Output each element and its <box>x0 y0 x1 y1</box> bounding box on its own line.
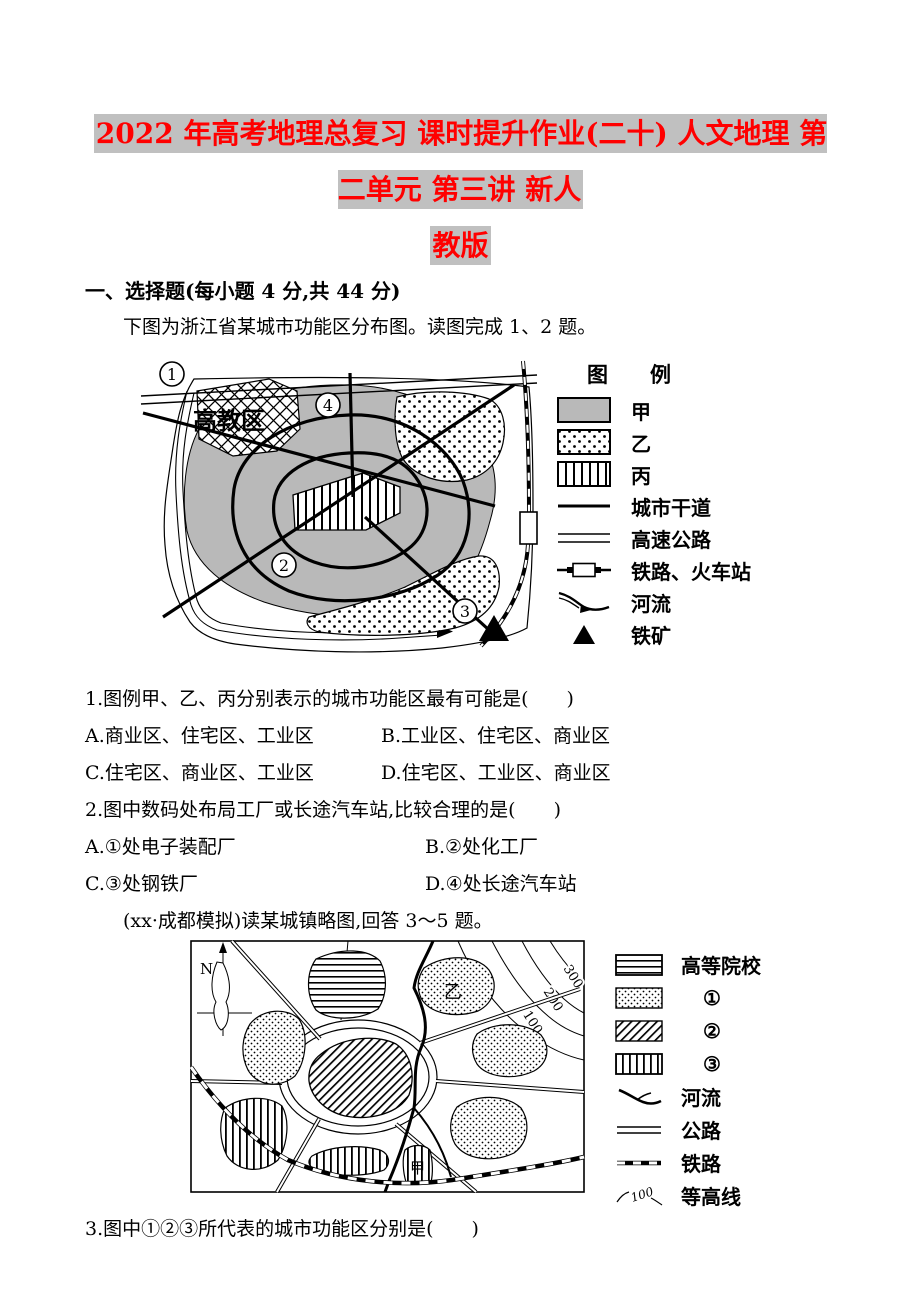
svg-text:4: 4 <box>323 396 333 415</box>
question-3-stem: 3.图中①②③所代表的城市功能区分别是( ) <box>85 1218 479 1240</box>
dotted-region-bottom <box>306 555 500 636</box>
question-1-options-ab: A.商业区、住宅区、工业区 B.工业区、住宅区、商业区 <box>85 718 836 755</box>
ring-roads <box>231 413 471 603</box>
thick-line-swatch <box>557 493 615 519</box>
svg-text:100: 100 <box>629 1185 655 1205</box>
vertical-stripes-swatch <box>557 461 615 487</box>
legend-item-iron-mine: 铁矿 <box>557 618 751 650</box>
legend-title: 图 例 <box>587 362 671 387</box>
figure1-city-function-map: 1 4 2 3 高教区 图 例 <box>85 349 836 681</box>
svg-text:1: 1 <box>167 365 177 384</box>
striped-region-jia <box>402 1144 433 1183</box>
legend-item-jia: 甲 <box>557 394 751 426</box>
contour-swatch: 100 <box>615 1185 667 1207</box>
figure1-map-svg: 1 4 2 3 高教区 <box>140 360 538 653</box>
option-d: D.④处长途汽车站 <box>425 873 577 895</box>
svg-text:2: 2 <box>279 556 289 575</box>
question-2-options-ab: A.①处电子装配厂 B.②处化工厂 <box>85 829 836 866</box>
circled-number-1: 1 <box>159 361 185 387</box>
dotted-region-yi <box>417 957 495 1016</box>
figure2-town-sketch-map: 100 200 300 <box>85 940 836 1209</box>
compass: N <box>197 942 252 1036</box>
diagonal-hatch-swatch <box>615 1019 667 1042</box>
legend-item-river: 河流 <box>615 1080 761 1113</box>
railway-station-swatch <box>557 557 615 583</box>
svg-text:3: 3 <box>460 602 470 621</box>
option-a: A.①处电子装配厂 <box>85 836 236 858</box>
dotted-region-top-right <box>394 391 506 483</box>
legend-item-contour: 100 等高线 <box>615 1179 761 1212</box>
gaojiaoqu-label: 高教区 <box>193 406 265 435</box>
option-b: B.②处化工厂 <box>425 836 539 858</box>
legend-item-3: ③ <box>615 1047 761 1080</box>
legend-item-road: 公路 <box>615 1113 761 1146</box>
city-arterial-roads <box>142 372 515 632</box>
title-line-1: 2022 年高考地理总复习 课时提升作业(二十) 人文地理 第二单元 第三讲 新… <box>93 114 828 209</box>
document-title: 2022 年高考地理总复习 课时提升作业(二十) 人文地理 第二单元 第三讲 新… <box>85 106 836 274</box>
double-line-swatch <box>557 525 615 551</box>
option-c: C.③处钢铁厂 <box>85 873 198 895</box>
figure2-legend: 高等院校 ① ② ③ <box>615 940 761 1209</box>
legend-item-2: ② <box>615 1014 761 1047</box>
triangle-swatch <box>557 621 615 647</box>
option-c: C.住宅区、商业区、工业区 <box>85 762 314 784</box>
intro-paragraph-2: (xx·成都模拟)读某城镇略图,回答 3～5 题。 <box>123 910 493 932</box>
legend-item-college: 高等院校 <box>615 948 761 981</box>
legend-item-river: 河流 <box>557 586 751 618</box>
circled-number-2: 2 <box>271 552 297 578</box>
legend-item-yi: 乙 <box>557 426 751 458</box>
railway-swatch <box>615 1152 667 1174</box>
dotted-swatch <box>557 429 615 455</box>
question-2: 2.图中数码处布局工厂或长途汽车站,比较合理的是( ) A.①处电子装配厂 B.… <box>85 792 836 903</box>
river <box>175 390 443 641</box>
legend-item-bing: 丙 <box>557 458 751 490</box>
railway <box>190 1065 585 1186</box>
legend-item-railway: 铁路 <box>615 1146 761 1179</box>
circled-number-3: 3 <box>452 598 478 624</box>
question-1: 1.图例甲、乙、丙分别表示的城市功能区最有可能是( ) A.商业区、住宅区、工业… <box>85 681 836 792</box>
legend-item-highway: 高速公路 <box>557 522 751 554</box>
figure1-legend: 图 例 甲 乙 丙 <box>557 349 751 681</box>
gray-fill-swatch <box>557 397 615 423</box>
intro-paragraph-1: 下图为浙江省某城市功能区分布图。读图完成 1、2 题。 <box>123 316 597 338</box>
dotted-region-bottom-right <box>450 1096 528 1160</box>
legend-item-arterial: 城市干道 <box>557 490 751 522</box>
question-2-stem: 2.图中数码处布局工厂或长途汽车站,比较合理的是( ) <box>85 799 561 821</box>
question-1-stem: 1.图例甲、乙、丙分别表示的城市功能区最有可能是( ) <box>85 688 574 710</box>
legend-item-1: ① <box>615 981 761 1014</box>
train-station <box>519 511 538 545</box>
river <box>383 940 452 1193</box>
double-line-swatch <box>615 1119 667 1141</box>
jia-label: 甲 <box>410 1159 425 1177</box>
option-a: A.商业区、住宅区、工业区 <box>85 725 314 747</box>
option-d: D.住宅区、工业区、商业区 <box>381 762 611 784</box>
vertical-stripes-swatch <box>615 1052 667 1075</box>
option-b: B.工业区、住宅区、商业区 <box>381 725 611 747</box>
iron-mine-triangle <box>479 615 509 641</box>
dotted-swatch <box>615 986 667 1009</box>
river-swatch <box>557 589 615 615</box>
circled-number-4: 4 <box>315 392 341 418</box>
college-region <box>307 950 386 1019</box>
legend-item-railway-station: 铁路、火车站 <box>557 554 751 586</box>
figure2-map-svg: 100 200 300 <box>190 940 585 1193</box>
horizontal-stripes-swatch <box>615 953 667 976</box>
highway <box>140 374 538 405</box>
hatched-center-region <box>308 1037 413 1119</box>
svg-text:N: N <box>200 960 213 978</box>
dotted-region-left <box>242 1010 306 1085</box>
yi-label: 乙 <box>444 982 462 1003</box>
question-1-options-cd: C.住宅区、商业区、工业区 D.住宅区、工业区、商业区 <box>85 755 836 792</box>
dotted-region-right <box>471 1024 548 1078</box>
title-line-2: 教版 <box>430 226 491 265</box>
section-heading: 一、选择题(每小题 4 分,共 44 分) <box>85 279 401 303</box>
river-swatch <box>615 1086 667 1108</box>
striped-region-bottom-left <box>220 1097 288 1170</box>
question-2-options-cd: C.③处钢铁厂 D.④处长途汽车站 <box>85 866 836 903</box>
